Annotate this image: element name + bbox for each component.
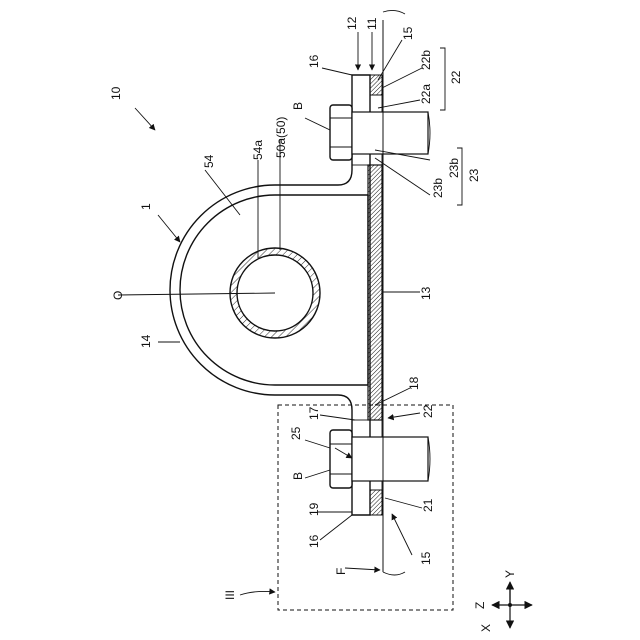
label-part-12: 12	[345, 16, 359, 30]
label-part-21: 21	[421, 498, 435, 512]
label-axis-Y: Y	[503, 570, 517, 578]
label-bolt-bottom: B	[291, 472, 305, 480]
label-part-18: 18	[407, 376, 421, 390]
label-part-19: 19	[307, 502, 321, 516]
label-group-22-bottom: 22	[421, 404, 435, 418]
label-part-17: 17	[307, 406, 321, 420]
group-bracket-22	[440, 48, 445, 110]
label-part-22a: 22a	[419, 84, 433, 104]
label-part-22b: 22b	[419, 50, 433, 70]
label-figure-ref: 10	[109, 86, 123, 100]
labels: 10 1 12 11 15 16 22b 22 22a B 54 54a 50a…	[109, 16, 517, 632]
label-axis-O: O	[111, 291, 125, 300]
base-plate	[368, 165, 382, 420]
label-part-54: 54	[202, 154, 216, 168]
label-part-14: 14	[139, 334, 153, 348]
label-part-54a: 54a	[251, 140, 265, 160]
label-axis-X: X	[479, 624, 493, 632]
label-group-22-top: 22	[449, 70, 463, 84]
label-detail-III: III	[223, 590, 237, 600]
axis-indicator	[492, 582, 532, 628]
bolt-bottom	[330, 430, 430, 488]
label-part-13: 13	[419, 286, 433, 300]
section-line	[383, 10, 405, 575]
label-part-11: 11	[365, 17, 379, 30]
label-part-23b-b: 23b	[431, 178, 445, 198]
label-part-15-bottom: 15	[419, 551, 433, 565]
bolt-top	[330, 105, 430, 160]
label-part-25: 25	[289, 426, 303, 440]
label-part-16-bottom: 16	[307, 534, 321, 548]
label-group-23: 23	[467, 168, 481, 182]
label-assembly: 1	[139, 203, 153, 210]
label-part-50a: 50a(50)	[274, 117, 288, 158]
label-part-15-top: 15	[401, 26, 415, 40]
label-mark-F: F	[334, 568, 348, 575]
label-bolt-top: B	[291, 102, 305, 110]
label-axis-Z: Z	[473, 602, 487, 609]
label-part-23b-a: 23b	[447, 158, 461, 178]
label-part-16-top: 16	[307, 54, 321, 68]
